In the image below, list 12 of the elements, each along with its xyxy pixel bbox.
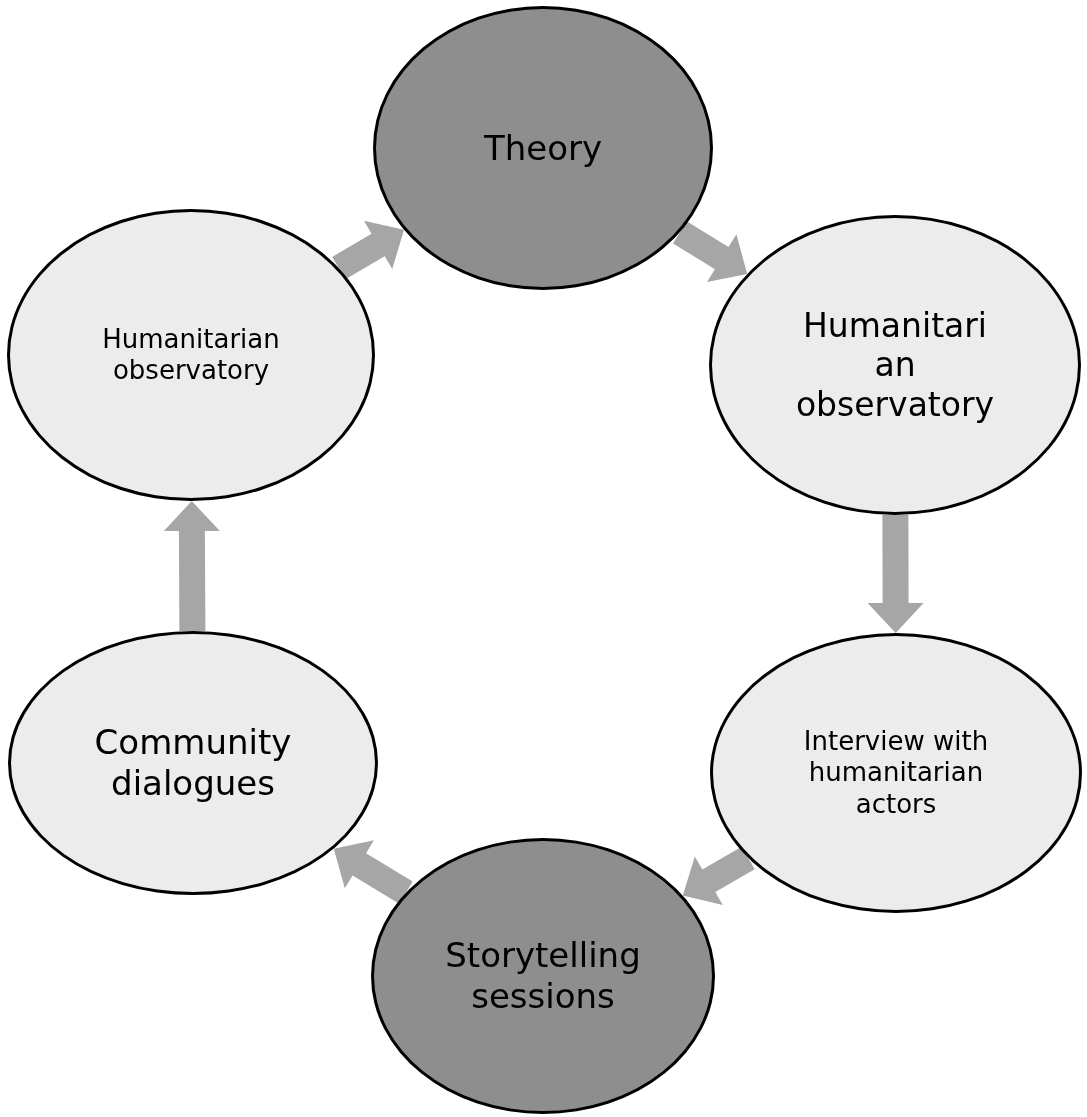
- block-arrow: [163, 501, 220, 632]
- block-arrow: [333, 840, 413, 904]
- stage-label: Humanitarian observatory: [795, 305, 995, 425]
- stage-label: Humanitarian observatory: [101, 323, 281, 387]
- block-arrow: [867, 515, 924, 633]
- stage-label: Storytelling sessions: [444, 935, 642, 1017]
- block-arrow: [673, 221, 748, 282]
- block-arrow: [682, 846, 755, 905]
- stage-label: Community dialogues: [93, 722, 293, 804]
- stage-label: Theory: [482, 127, 604, 169]
- stage-label: Interview with humanitarian actors: [802, 726, 990, 820]
- block-arrow: [332, 220, 404, 280]
